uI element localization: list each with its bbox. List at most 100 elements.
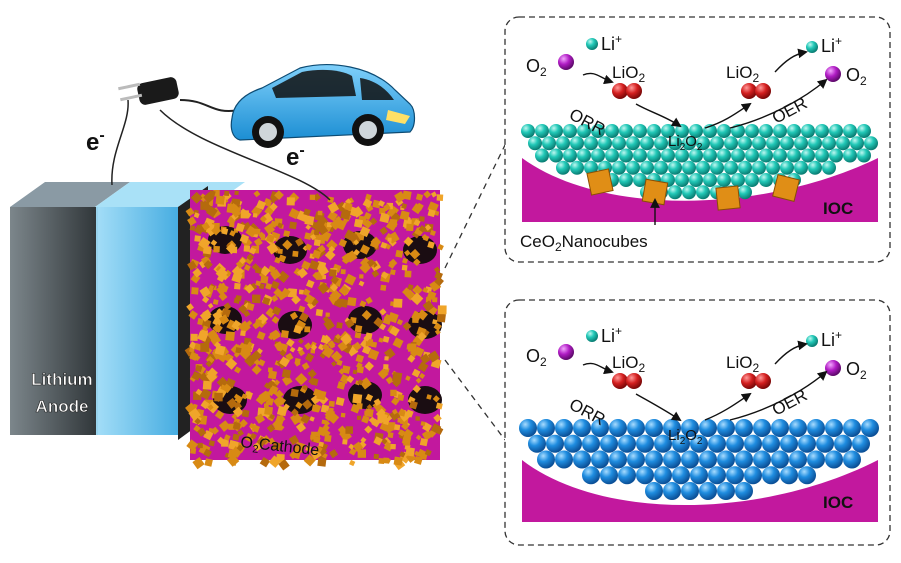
cathode-nanocube bbox=[208, 440, 215, 447]
li2o2-sphere bbox=[591, 450, 609, 469]
li2o2-sphere bbox=[598, 136, 612, 151]
li2o2-sphere bbox=[537, 419, 555, 437]
cathode-nanocube bbox=[295, 237, 304, 247]
cathode-nanocube bbox=[434, 210, 440, 216]
li2o2-sphere bbox=[789, 419, 807, 437]
cathode-nanocube bbox=[218, 292, 228, 302]
cathode-nanocube bbox=[273, 288, 283, 298]
cathode-nanocube bbox=[324, 434, 332, 443]
cathode-nanocube bbox=[316, 426, 327, 437]
cathode-nanocube bbox=[382, 335, 390, 343]
cathode-nanocube bbox=[418, 372, 426, 379]
cathode-nanocube bbox=[202, 325, 209, 332]
cathode-nanocube bbox=[317, 457, 327, 467]
cathode-nanocube bbox=[405, 409, 414, 418]
cathode-nanocube bbox=[234, 366, 242, 374]
cathode-nanocube bbox=[348, 443, 355, 450]
cathode-nanocube bbox=[352, 369, 358, 375]
cathode-nanocube bbox=[389, 325, 400, 337]
li2o2-sphere bbox=[609, 450, 627, 469]
cathode-nanocube bbox=[412, 316, 419, 324]
cathode-nanocube bbox=[211, 225, 221, 236]
li2o2-sphere bbox=[682, 136, 696, 151]
li2o2-sphere bbox=[619, 124, 633, 138]
cathode-nanocube bbox=[364, 361, 374, 372]
cathode-nanocube bbox=[305, 224, 312, 231]
li2o2-sphere bbox=[519, 419, 537, 437]
li2o2-sphere bbox=[771, 450, 789, 469]
cathode-nanocube bbox=[221, 308, 232, 318]
cathode-nanocube bbox=[194, 417, 202, 425]
li2o2-sphere bbox=[762, 434, 780, 453]
cathode-nanocube bbox=[327, 210, 338, 222]
cathode-nanocube bbox=[251, 364, 262, 375]
cathode-nanocube bbox=[402, 287, 412, 297]
cathode-nanocube bbox=[417, 331, 427, 342]
cathode-nanocube bbox=[383, 203, 391, 212]
cathode-nanocube bbox=[257, 359, 266, 367]
cathode-nanocube bbox=[429, 229, 437, 237]
li2o2-sphere bbox=[645, 450, 663, 469]
cathode-nanocube bbox=[405, 375, 411, 381]
cathode-nanocube bbox=[298, 289, 304, 295]
li2o2-sphere bbox=[857, 124, 871, 138]
li2o2-sphere bbox=[633, 148, 647, 163]
cathode-nanocube bbox=[387, 431, 394, 439]
li2o2-sphere bbox=[703, 173, 717, 187]
li2o2-sphere bbox=[787, 124, 801, 138]
li2o2-sphere bbox=[535, 124, 549, 138]
cathode-nanocube bbox=[245, 225, 258, 238]
cable-plug-to-car bbox=[179, 99, 241, 112]
li2o2-sphere bbox=[801, 124, 815, 138]
cathode-nanocube bbox=[228, 202, 240, 214]
li2o2-sphere bbox=[582, 434, 600, 453]
electron-left: e- bbox=[86, 127, 105, 156]
li2o2-sphere bbox=[612, 136, 626, 151]
li2o2-sphere bbox=[699, 450, 717, 469]
cathode-nanocube bbox=[412, 384, 422, 394]
li2o2-sphere bbox=[726, 434, 744, 453]
cathode-nanocube bbox=[353, 249, 360, 256]
cathode-nanocube bbox=[327, 196, 335, 204]
cathode-nanocube bbox=[192, 457, 205, 470]
li2o2-sphere bbox=[633, 124, 647, 138]
cathode-nanocube bbox=[340, 269, 346, 275]
li2o2-sphere bbox=[619, 173, 633, 187]
cathode-nanocube bbox=[265, 282, 272, 290]
cathode-nanocube bbox=[347, 297, 357, 307]
cathode-nanocube bbox=[327, 201, 340, 214]
li2o2-sphere bbox=[556, 160, 570, 175]
cathode-nanocube bbox=[317, 224, 329, 236]
cathode-nanocube bbox=[338, 238, 348, 248]
li2o2-sphere bbox=[668, 136, 682, 151]
cathode-nanocube bbox=[353, 218, 364, 228]
cathode-nanocube bbox=[317, 282, 330, 295]
o2-label-right-b: O2 bbox=[846, 359, 867, 382]
ceo2-nanocube bbox=[586, 168, 614, 196]
li2o2-sphere bbox=[612, 160, 626, 175]
cathode-nanocube bbox=[365, 393, 374, 402]
li2o2-sphere bbox=[836, 136, 850, 151]
cathode-nanocube bbox=[389, 218, 398, 228]
cathode-nanocube bbox=[430, 423, 442, 434]
cathode-nanocube bbox=[410, 292, 424, 306]
anode-top-face bbox=[10, 182, 130, 207]
cathode-nanocube bbox=[335, 333, 341, 340]
cathode-nanocube bbox=[358, 280, 365, 287]
cathode-nanocube bbox=[280, 330, 289, 339]
cathode-nanocube bbox=[318, 343, 325, 351]
cathode-nanocube bbox=[235, 295, 242, 302]
cathode-nanocube bbox=[434, 276, 444, 287]
cathode-nanocube bbox=[401, 257, 409, 264]
cathode-nanocube bbox=[243, 245, 251, 252]
li2o2-sphere bbox=[573, 450, 591, 469]
li2o2-sphere bbox=[675, 124, 689, 138]
cathode-nanocube bbox=[279, 349, 287, 357]
li2o2-sphere bbox=[717, 124, 731, 138]
li2o2-sphere bbox=[773, 124, 787, 138]
cathode-nanocube bbox=[362, 219, 373, 229]
cathode-nanocube bbox=[221, 227, 229, 235]
nanocubes-label: CeO2Nanocubes bbox=[520, 232, 648, 254]
cathode-nanocube bbox=[359, 226, 371, 238]
cathode-nanocube bbox=[327, 340, 336, 349]
